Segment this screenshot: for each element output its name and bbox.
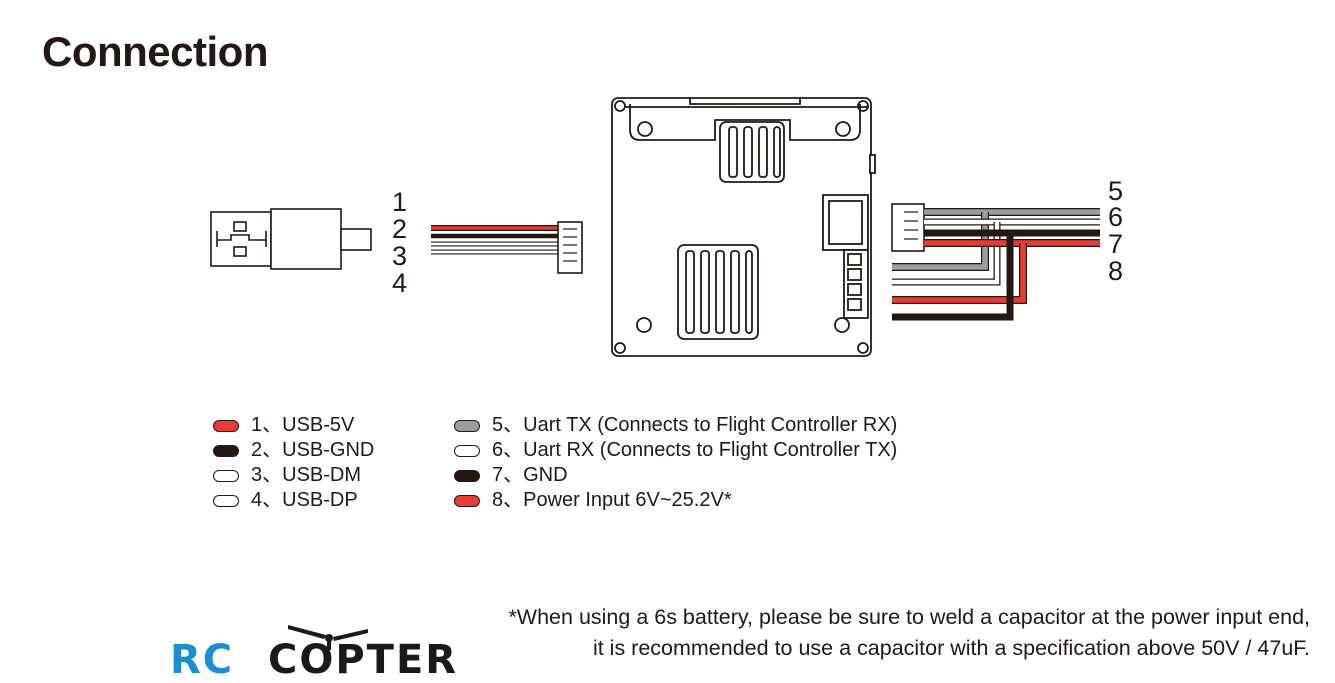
wire-swatch-black xyxy=(454,469,480,482)
pin-label-5: 5 xyxy=(1108,176,1124,206)
legend-item-gnd: 7、GND xyxy=(454,463,568,488)
legend-item-usb-dm: 3、USB-DM xyxy=(213,463,361,488)
legend-item-usb-5v: 1、USB-5V xyxy=(213,413,354,438)
legend-item-uart-tx: 5、Uart TX (Connects to Flight Controller… xyxy=(454,413,897,438)
usb-cable xyxy=(431,221,583,274)
pin-label-7: 7 xyxy=(1108,229,1124,259)
wire-swatch-red xyxy=(454,494,480,507)
wire-swatch-gray xyxy=(454,419,480,432)
legend-item-usb-gnd: 2、USB-GND xyxy=(213,438,374,463)
note-line-2: it is recommended to use a capacitor wit… xyxy=(592,636,1310,660)
propeller-icon xyxy=(288,625,368,650)
pin-label-1: 1 xyxy=(392,187,408,217)
pin-label-2: 2 xyxy=(392,214,408,244)
pin-label-3: 3 xyxy=(392,241,408,271)
pin-label-4: 4 xyxy=(392,268,408,298)
usb-plug xyxy=(210,208,372,270)
legend-item-uart-rx: 6、Uart RX (Connects to Flight Controller… xyxy=(454,438,897,463)
wire-swatch-white xyxy=(454,444,480,457)
wire-swatch-white xyxy=(213,494,239,507)
module-board xyxy=(611,97,876,357)
pin-label-6: 6 xyxy=(1108,202,1124,232)
svg-text:COPTER: COPTER xyxy=(268,637,458,681)
rc-copter-logo: RC COPTER xyxy=(170,625,458,681)
legend-item-usb-dp: 4、USB-DP xyxy=(213,488,358,513)
wire-swatch-white xyxy=(213,469,239,482)
pin-label-8: 8 xyxy=(1108,256,1124,286)
wire-swatch-red xyxy=(213,419,239,432)
svg-text:RC: RC xyxy=(170,637,234,681)
wire-swatch-black xyxy=(213,444,239,457)
note-line-1: *When using a 6s battery, please be sure… xyxy=(508,605,1310,629)
page-title: Connection xyxy=(42,28,268,75)
uart-cable xyxy=(891,203,1100,321)
capacitor-note: *When using a 6s battery, please be sure… xyxy=(508,602,1310,664)
legend-item-power-input: 8、Power Input 6V~25.2V* xyxy=(454,488,732,513)
